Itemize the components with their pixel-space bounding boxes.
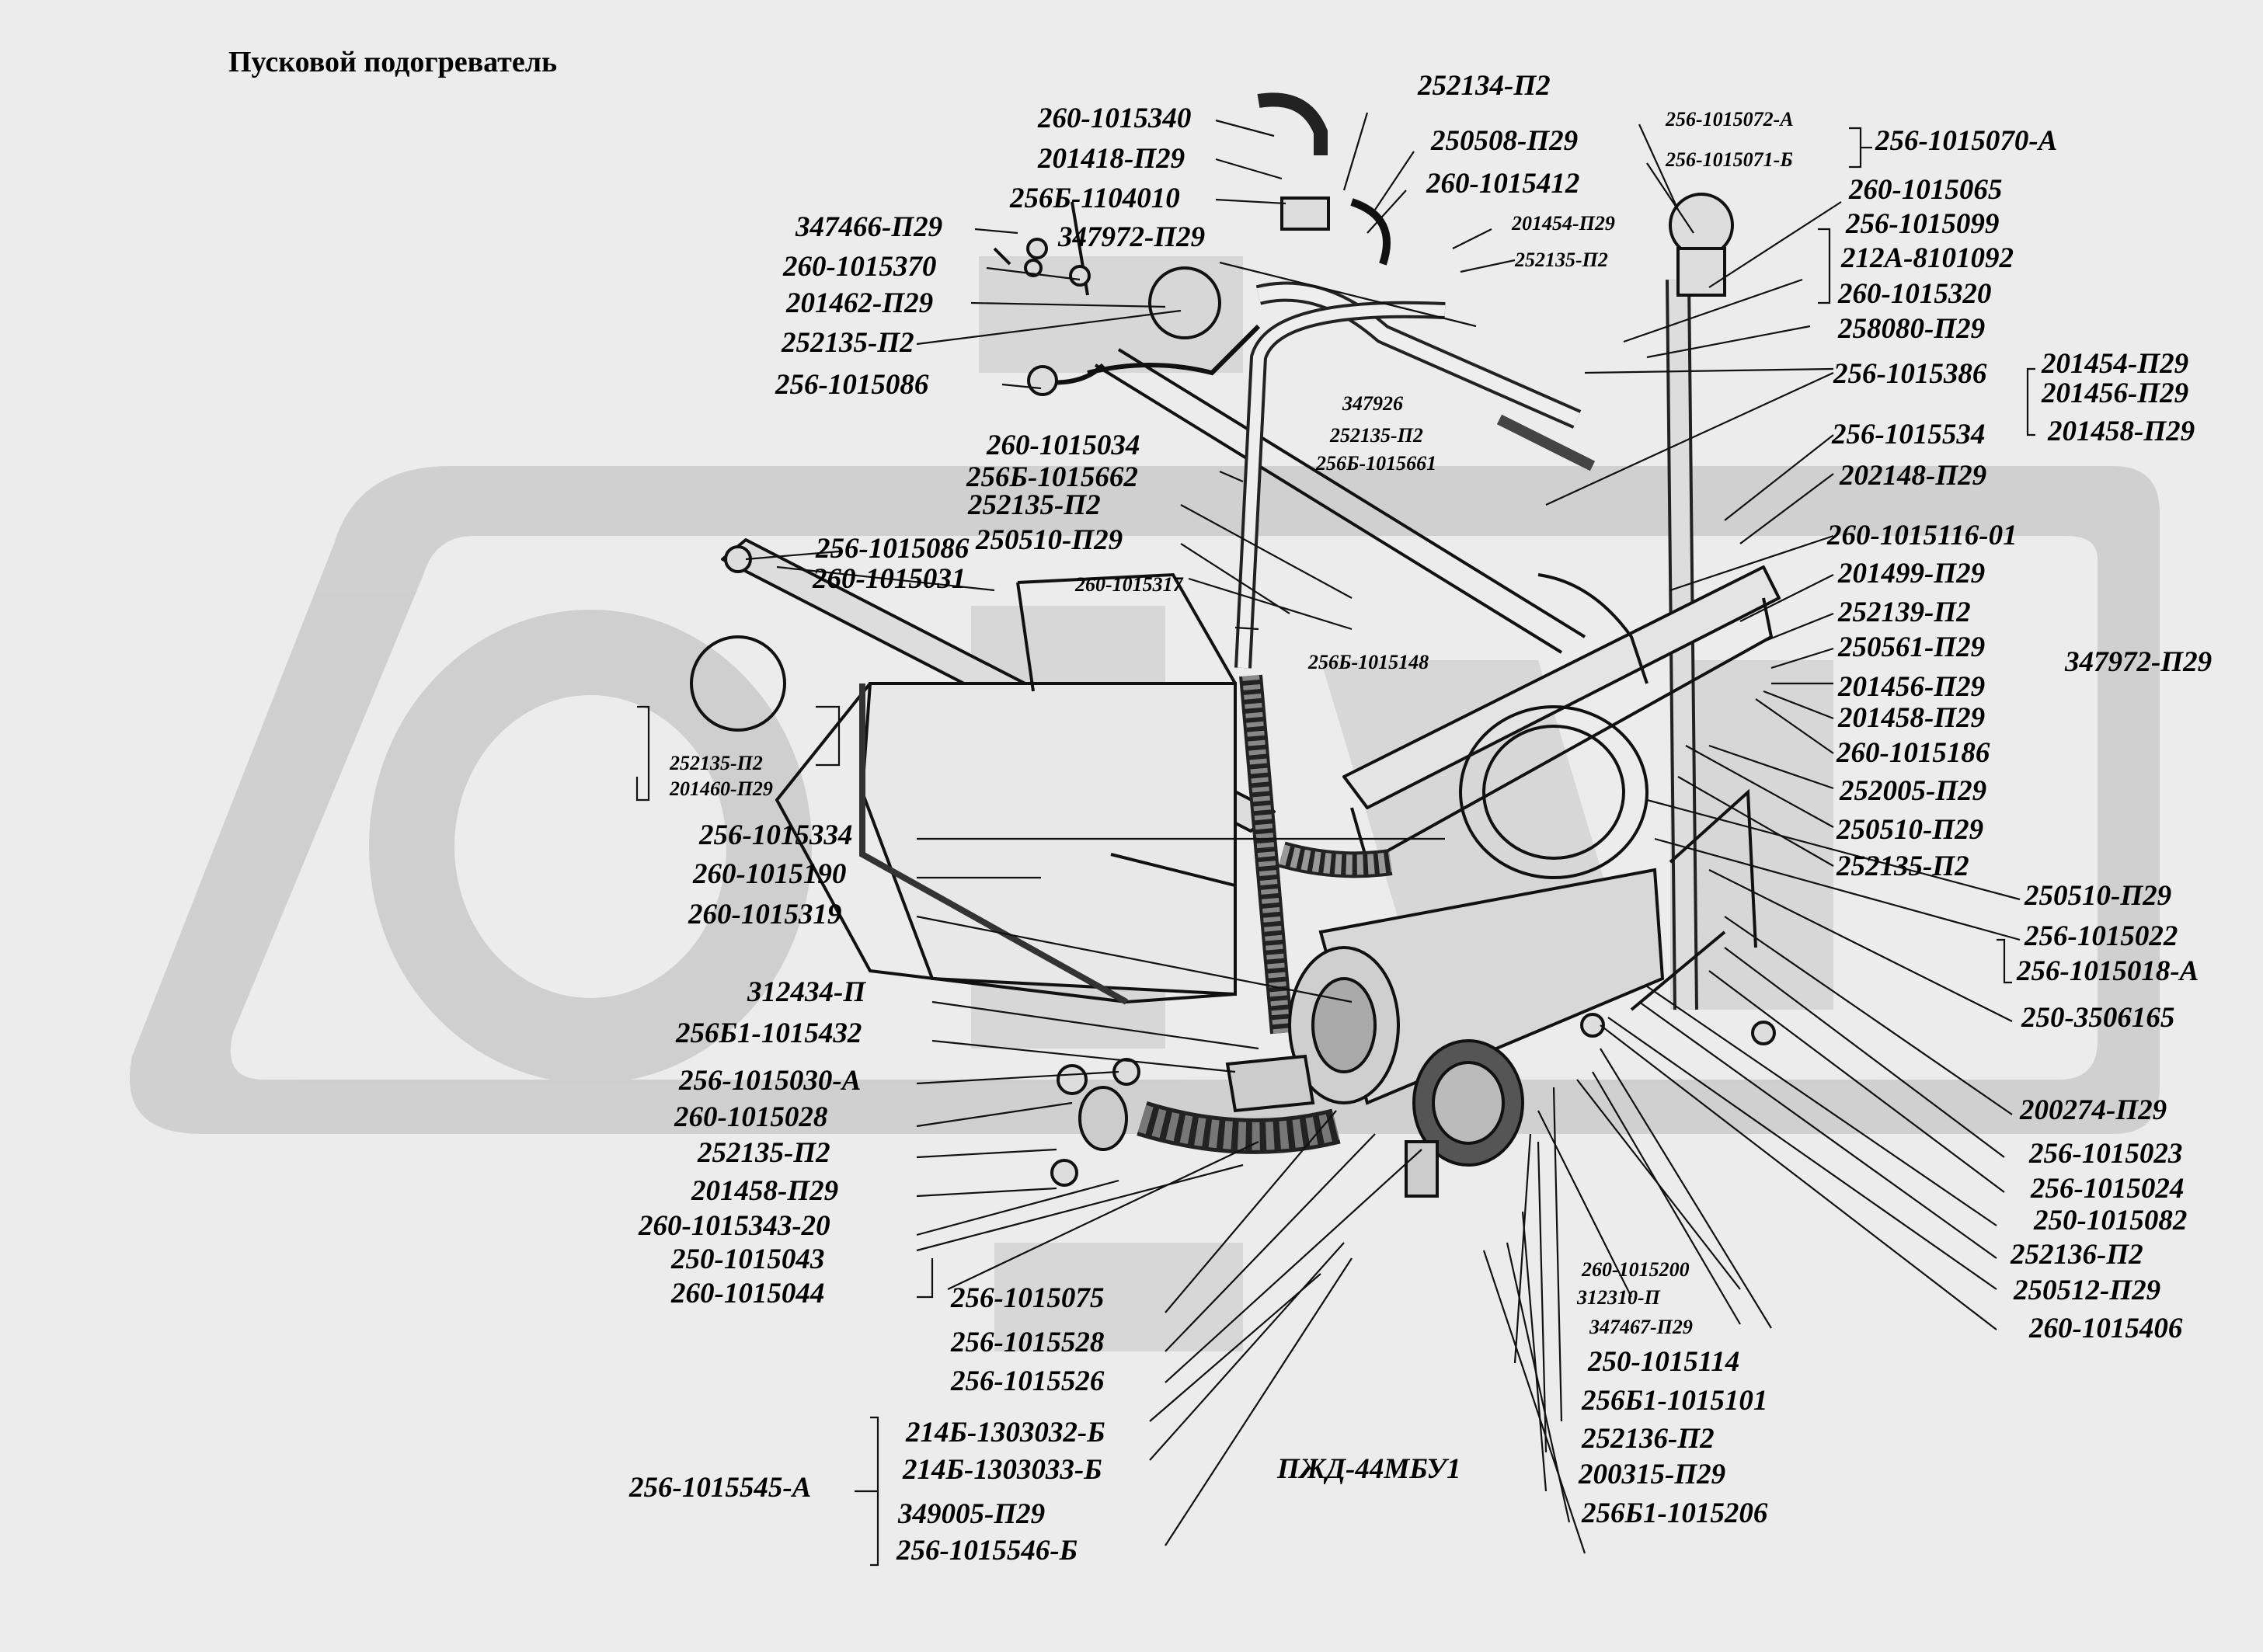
part-label: 260-1015317 — [1075, 573, 1183, 596]
part-label: 252135-П2 — [1837, 850, 1969, 882]
part-label: 252139-П2 — [1838, 596, 1971, 628]
part-label: 252135-П2 — [670, 752, 763, 774]
part-label: 214Б-1303033-Б — [903, 1454, 1102, 1486]
braided-hose — [1137, 674, 1393, 1154]
part-label: 256Б1-1015206 — [1582, 1497, 1768, 1529]
part-label: 260-1015116-01 — [1827, 520, 2018, 551]
part-label: 260-1015186 — [1837, 737, 1990, 769]
part-label: 252135-П2 — [1515, 249, 1608, 271]
part-label: 201458-П29 — [2048, 416, 2195, 447]
part-label: 347466-П29 — [796, 211, 943, 243]
part-label: 260-1015343-20 — [639, 1210, 830, 1242]
part-label: 260-1015031 — [813, 563, 966, 595]
part-label: 256Б1-1015432 — [676, 1017, 862, 1049]
part-label: 201418-П29 — [1038, 143, 1185, 175]
part-label: 256-1015022 — [2025, 920, 2178, 952]
part-label: 250-1015114 — [1588, 1346, 1740, 1378]
part-label: 256-1015545-А — [629, 1472, 812, 1504]
part-label: 256Б1-1015101 — [1582, 1385, 1768, 1417]
part-label: 260-1015028 — [674, 1101, 828, 1133]
part-label: 256-1015334 — [699, 819, 853, 851]
part-label: 256-1015386 — [1833, 358, 1987, 390]
part-label: 201458-П29 — [691, 1175, 839, 1207]
part-label: 202148-П29 — [1840, 460, 1987, 492]
part-label: 201454-П29 — [1512, 212, 1615, 235]
part-label: 260-1015370 — [783, 251, 937, 283]
page-title: Пусковой подогреватель — [228, 46, 558, 78]
part-label: 312310-П — [1577, 1286, 1660, 1309]
part-label: 252135-П2 — [968, 489, 1101, 521]
part-label: 347972-П29 — [1058, 221, 1206, 253]
part-label: 256-1015023 — [2029, 1138, 2183, 1170]
part-label: 250508-П29 — [1431, 125, 1579, 157]
part-label: 260-1015340 — [1038, 103, 1192, 134]
part-label: 260-1015200 — [1582, 1258, 1690, 1281]
part-label: 201462-П29 — [786, 287, 934, 319]
part-label: 252135-П2 — [1330, 424, 1423, 447]
part-label: 252136-П2 — [2011, 1239, 2143, 1271]
part-label: 250510-П29 — [1837, 814, 1984, 846]
part-label: 256-1015070-А — [1875, 125, 2058, 157]
part-label: 256-1015086 — [816, 533, 970, 565]
part-label: 252136-П2 — [1582, 1423, 1715, 1455]
part-label: 256Б-1015661 — [1316, 452, 1437, 475]
part-label: 250510-П29 — [976, 524, 1123, 556]
part-label: 349005-П29 — [898, 1498, 1046, 1530]
part-label: 250-1015043 — [671, 1243, 825, 1275]
part-label: 200274-П29 — [2020, 1094, 2167, 1126]
part-label: 201458-П29 — [1838, 702, 1986, 734]
part-label: 260-1015406 — [2029, 1313, 2183, 1344]
part-label: 201456-П29 — [2042, 377, 2189, 409]
part-label: 252005-П29 — [1840, 775, 1987, 807]
part-label: 258080-П29 — [1838, 313, 1986, 345]
top-fittings — [690, 92, 1776, 1187]
part-label: 252135-П2 — [782, 327, 914, 359]
part-label: ПЖД-44МБУ1 — [1277, 1453, 1461, 1485]
part-label: 252135-П2 — [698, 1137, 830, 1169]
part-label: 250561-П29 — [1838, 631, 1986, 663]
part-label: 256Б-1015662 — [966, 461, 1138, 493]
part-label: 260-1015412 — [1426, 168, 1580, 200]
part-label: 250-1015082 — [2034, 1205, 2188, 1236]
part-label: 250512-П29 — [2014, 1275, 2161, 1306]
part-label: 201460-П29 — [670, 777, 773, 800]
part-label: 260-1015034 — [987, 430, 1140, 461]
part-label: 312434-П — [747, 976, 866, 1008]
part-label: 200315-П29 — [1579, 1459, 1726, 1490]
part-label: 347467-П29 — [1589, 1316, 1693, 1338]
part-label: 250510-П29 — [2025, 880, 2172, 912]
part-label: 201454-П29 — [2042, 348, 2189, 380]
part-label: 260-1015065 — [1849, 174, 2003, 206]
part-label: 252134-П2 — [1418, 70, 1551, 102]
part-label: 260-1015044 — [671, 1278, 825, 1309]
part-label: 201456-П29 — [1838, 671, 1986, 703]
part-label: 256-1015546-Б — [896, 1535, 1078, 1567]
part-label: 256-1015030-А — [679, 1065, 862, 1097]
part-label: 256Б-1015148 — [1308, 651, 1429, 673]
part-label: 256-1015071-Б — [1666, 148, 1793, 171]
part-label: 260-1015320 — [1838, 278, 1992, 310]
part-label: 250-3506165 — [2021, 1002, 2175, 1034]
part-label: 347972-П29 — [2065, 646, 2213, 678]
part-label: 256-1015528 — [951, 1327, 1105, 1358]
part-label: 256-1015099 — [1846, 208, 2000, 240]
part-label: 256-1015072-А — [1666, 108, 1794, 130]
part-label: 347926 — [1342, 392, 1403, 415]
heater-boiler — [1078, 705, 1757, 1198]
part-label: 256-1015534 — [1832, 419, 1986, 450]
part-label: 256-1015086 — [775, 369, 929, 401]
part-label: 256-1015018-А — [2017, 955, 2199, 987]
part-label: 201499-П29 — [1838, 558, 1986, 590]
part-label: 260-1015319 — [688, 899, 842, 930]
part-label: 256-1015024 — [2031, 1173, 2185, 1205]
part-label: 260-1015190 — [693, 858, 847, 890]
part-label: 256Б-1104010 — [1010, 183, 1180, 214]
part-label: 214Б-1303032-Б — [906, 1417, 1105, 1449]
part-label: 212А-8101092 — [1841, 242, 2014, 274]
part-label: 256-1015526 — [951, 1365, 1105, 1397]
leader-lines — [635, 112, 2035, 1567]
part-label: 256-1015075 — [951, 1282, 1105, 1314]
